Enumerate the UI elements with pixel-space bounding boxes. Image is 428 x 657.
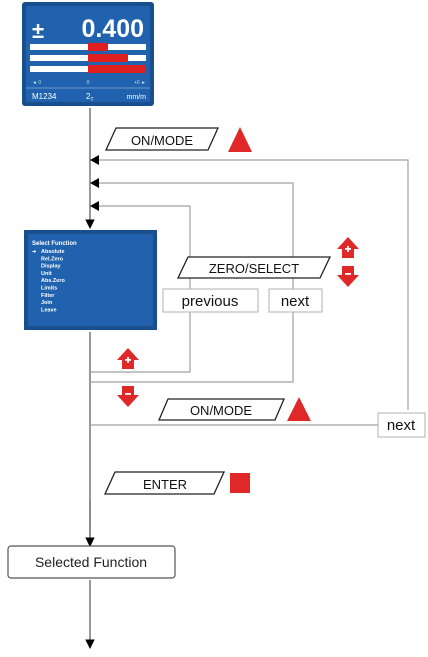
zero-select-label: ZERO/SELECT xyxy=(209,261,299,276)
previous-label-box: previous xyxy=(162,288,259,313)
menu-item: Abs.Zero xyxy=(41,278,65,284)
menu-cursor-icon: ➜ xyxy=(32,249,36,255)
menu-item: Unit xyxy=(41,271,52,277)
menu-item: Rel.Zero xyxy=(41,256,64,262)
menu-item: Display xyxy=(41,264,62,270)
footer-mid: 2T xyxy=(86,92,94,103)
on-mode-label-top: ON/MODE xyxy=(131,133,193,148)
zero-select-button[interactable]: ZERO/SELECT xyxy=(176,256,332,279)
next-label-box-right: next xyxy=(377,412,426,438)
connector-lines xyxy=(85,108,409,649)
menu-item: Absolute xyxy=(41,249,65,255)
sign-symbol: ± xyxy=(32,18,44,43)
menu-title: Select Function xyxy=(32,241,77,247)
selected-function-box: Selected Function xyxy=(7,545,176,579)
next-label-box-mid: next xyxy=(268,288,323,313)
menu-screen: Select Function ➜ AbsoluteRel.ZeroDispla… xyxy=(24,230,157,330)
menu-item: Join xyxy=(41,300,53,306)
measured-value: 0.400 xyxy=(81,15,144,43)
menu-item: Filter xyxy=(41,293,55,299)
previous-plus-icon xyxy=(117,348,139,369)
enter-button[interactable]: ENTER xyxy=(103,471,226,495)
menu-item: Leave xyxy=(41,307,57,313)
menu-item: Limits xyxy=(41,286,57,292)
square-stop-icon xyxy=(230,473,250,493)
footer-model: M1234 xyxy=(32,92,57,101)
triangle-up-icon xyxy=(287,397,311,421)
selected-function-label: Selected Function xyxy=(35,554,147,570)
arrow-up-plus-icon xyxy=(337,237,359,258)
entry-arrowheads xyxy=(90,155,99,211)
enter-label: ENTER xyxy=(143,477,187,492)
arrow-down-minus-icon xyxy=(337,266,359,287)
next-label-mid: next xyxy=(281,293,310,310)
previous-label: previous xyxy=(182,293,239,310)
on-mode-button-top[interactable]: ON/MODE xyxy=(104,127,220,151)
scale-mid: 0 xyxy=(87,80,90,86)
on-mode-label-bottom: ON/MODE xyxy=(190,403,252,418)
next-minus-icon xyxy=(117,386,139,407)
triangle-up-icon xyxy=(228,127,252,152)
scale-right: +0 ► xyxy=(134,80,146,86)
next-label-right: next xyxy=(387,417,416,434)
device-display: ± 0.400 ◄ 0 0 +0 ► M1234 2T mm/m xyxy=(22,2,154,106)
footer-unit: mm/m xyxy=(127,94,147,101)
bar-graph xyxy=(30,43,146,73)
on-mode-button-bottom[interactable]: ON/MODE xyxy=(158,398,285,421)
scale-left: ◄ 0 xyxy=(32,80,41,86)
menu-item-list: AbsoluteRel.ZeroDisplayUnitAbs.ZeroLimit… xyxy=(41,249,65,313)
